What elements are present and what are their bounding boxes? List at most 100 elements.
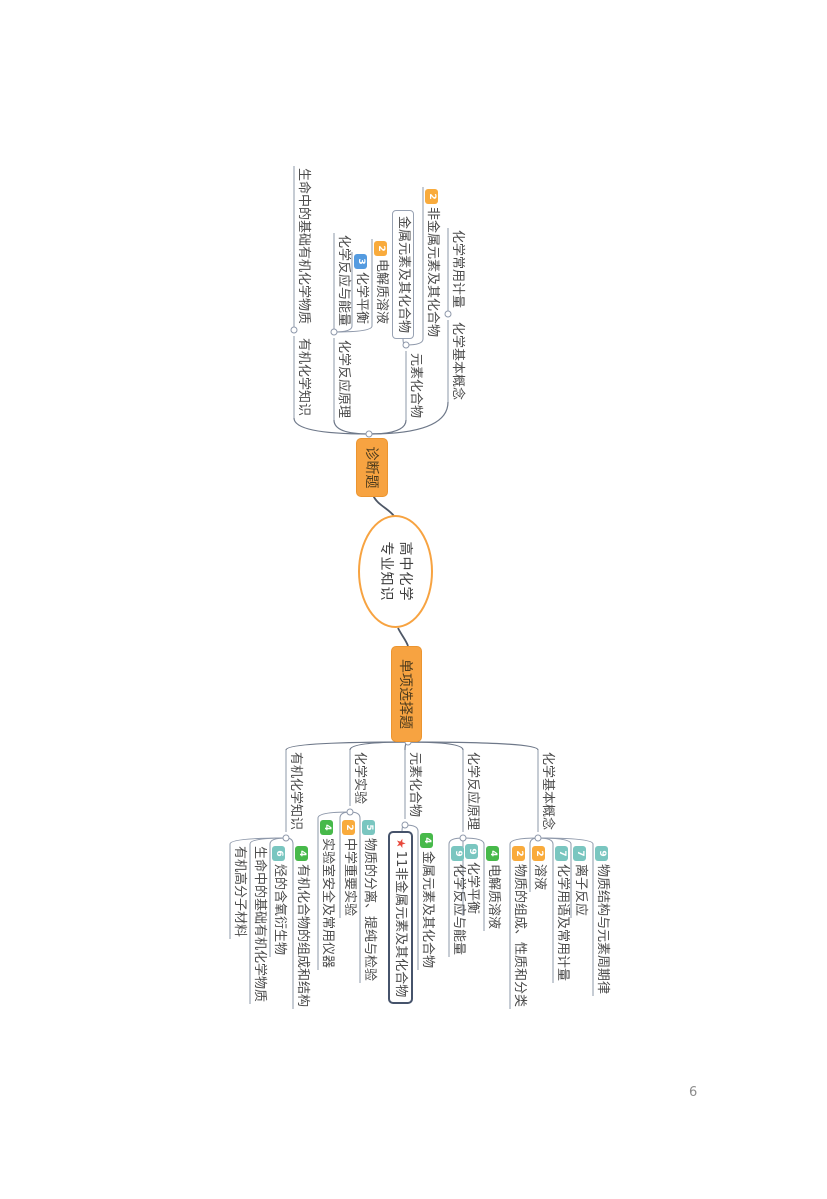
node-label: 有机高分子材料	[232, 846, 247, 938]
connector-path	[407, 741, 539, 751]
mindmap-node-diagnosis-0-0[interactable]: 化学常用计量	[448, 228, 465, 310]
mindmap-node-diagnosis-2-1[interactable]: 3 化学平衡	[352, 252, 369, 326]
mindmap-node-single-choice-4-0[interactable]: 4 有机化合物的组成和结构	[293, 844, 310, 1009]
collapse-toggle[interactable]	[282, 834, 290, 842]
collapse-toggle[interactable]	[534, 834, 542, 842]
node-label: 元素化合物	[408, 353, 423, 419]
node-label: 物质的组成、性质和分类	[512, 864, 527, 1008]
node-label: 11非金属元素及其化合物	[393, 850, 408, 998]
collapse-toggle[interactable]	[330, 328, 338, 336]
count-badge: 6	[272, 846, 285, 861]
count-badge: 4	[320, 820, 333, 835]
mindmap-node-diagnosis-2[interactable]: 化学反应原理	[334, 338, 351, 420]
central-topic-title-line1: 高中化学	[397, 541, 414, 602]
collapse-toggle[interactable]	[290, 326, 298, 334]
mindmap-node-single-choice-0-4[interactable]: 2 物质的组成、性质和分类	[510, 844, 527, 1009]
node-label: 化学反应原理	[336, 340, 351, 419]
connector-path	[285, 741, 409, 751]
mindmap-node-single-choice-3-1[interactable]: 2 中学重要实验	[340, 818, 357, 918]
collapse-toggle[interactable]	[459, 834, 467, 842]
node-label: 溶液	[532, 864, 547, 891]
count-badge: 3	[354, 254, 367, 269]
connector-path	[229, 837, 287, 845]
count-badge: 2	[512, 846, 525, 861]
mindmap-node-single-choice-1-0[interactable]: 4电解质溶液	[484, 844, 501, 931]
mindmap-node-single-choice-1-2[interactable]: 9 化学反应与能量	[449, 844, 466, 957]
mindmap-node-diagnosis-3[interactable]: 有机化学知识	[294, 336, 311, 418]
node-label: 化学反应原理	[465, 752, 480, 831]
connector-path	[333, 419, 370, 435]
mindmap-node-single-choice-0[interactable]: 化学基本概念	[538, 750, 555, 832]
mindmap-node-single-choice-1[interactable]: 化学反应原理	[463, 750, 480, 832]
mindmap-node-single-choice-2-1[interactable]: ★11非金属元素及其化合物	[388, 831, 413, 1005]
connector-path	[397, 627, 409, 647]
node-label: 中学重要实验	[342, 838, 357, 917]
connector-lines	[229, 166, 594, 1009]
node-label: 金属元素及其化合物	[396, 216, 411, 334]
node-label: 化学用语及常用计量	[555, 864, 570, 982]
node-label: 有机化学知识	[288, 752, 303, 831]
node-label: 实验室安全及常用仪器	[320, 838, 335, 969]
node-label: 电解质溶液	[374, 259, 389, 325]
count-badge: 7	[573, 846, 586, 861]
node-label: 物质的分离、提纯与检验	[362, 838, 377, 982]
mindmap-node-single-choice-0-0[interactable]: 9物质结构与元素周期律	[593, 844, 610, 996]
central-topic[interactable]: 高中化学 专业知识	[358, 515, 433, 628]
node-label: 电解质溶液	[486, 864, 501, 930]
count-badge: 9	[451, 846, 464, 861]
collapse-toggle[interactable]	[402, 341, 410, 349]
node-label: 生命中的基础有机化学物质	[296, 168, 311, 325]
mindmap-node-single-choice-3-0[interactable]: 5 物质的分离、提纯与检验	[360, 818, 377, 983]
mindmap-node-single-choice-4-1[interactable]: 6 烃的含氧衍生物	[270, 844, 287, 957]
mindmap-node-diagnosis-2-0[interactable]: 2 电解质溶液	[372, 239, 389, 326]
branch-topic-single-choice[interactable]: 单项选择题	[391, 646, 422, 742]
count-badge: 2	[374, 241, 387, 256]
mindmap-node-diagnosis-0[interactable]: 化学基本概念	[448, 320, 465, 402]
mindmap-node-diagnosis-1-0[interactable]: 2非金属元素及其化合物	[423, 187, 440, 339]
mindmap-node-single-choice-2-0[interactable]: 4 金属元素及其化合物	[418, 831, 435, 970]
count-badge: 4	[420, 833, 433, 848]
count-badge: 7	[555, 846, 568, 861]
collapse-toggle[interactable]	[365, 430, 373, 438]
mindmap-node-single-choice-4[interactable]: 有机化学知识	[286, 750, 303, 832]
collapse-toggle[interactable]	[444, 310, 452, 318]
node-label: 金属元素及其化合物	[420, 851, 435, 969]
branch-topic-diagnosis[interactable]: 诊断题	[356, 438, 388, 497]
connector-path	[372, 494, 395, 517]
mindmap-node-single-choice-4-3[interactable]: 有机高分子材料	[230, 844, 247, 939]
mindmap-node-diagnosis-1-1[interactable]: 金属元素及其化合物	[392, 210, 414, 340]
node-label: 化学基本概念	[540, 752, 555, 831]
mindmap-node-diagnosis-1[interactable]: 元素化合物	[406, 351, 423, 420]
node-label: 有机化合物的组成和结构	[295, 864, 310, 1008]
connector-path	[509, 837, 539, 845]
connector-path	[293, 417, 370, 435]
mindmap-node-single-choice-2[interactable]: 元素化合物	[405, 750, 422, 819]
connector-path	[407, 741, 464, 751]
node-label: 生命中的基础有机化学物质	[252, 846, 267, 1003]
node-label: 化学基本概念	[450, 322, 465, 401]
count-badge: 2	[425, 189, 438, 204]
node-label: 离子反应	[573, 864, 588, 917]
mindmap-node-single-choice-0-2[interactable]: 7 化学用语及常用计量	[553, 844, 570, 983]
node-label: 化学反应与能量	[451, 864, 466, 956]
node-label: 化学实验	[352, 752, 367, 805]
mindmap-node-single-choice-4-2[interactable]: 生命中的基础有机化学物质	[250, 844, 267, 1004]
page-number: 6	[689, 1085, 698, 1100]
connector-path	[368, 419, 407, 435]
node-label: 化学平衡	[354, 272, 369, 325]
node-label: 元素化合物	[407, 752, 422, 818]
mindmap-node-single-choice-3[interactable]: 化学实验	[350, 750, 367, 806]
count-badge: 2	[342, 820, 355, 835]
mindmap-node-single-choice-3-2[interactable]: 4 实验室安全及常用仪器	[318, 818, 335, 970]
count-badge: 5	[362, 820, 375, 835]
collapse-toggle[interactable]	[401, 821, 409, 829]
node-label: 烃的含氧衍生物	[272, 864, 287, 956]
mindmap-node-diagnosis-2-2[interactable]: 化学反应与能量	[334, 233, 351, 328]
collapse-toggle[interactable]	[346, 808, 354, 816]
count-badge: 4	[295, 846, 308, 861]
node-label: 化学平衡	[465, 862, 480, 915]
mindmap-node-diagnosis-3-0[interactable]: 生命中的基础有机化学物质	[294, 166, 311, 326]
mindmap-node-single-choice-0-1[interactable]: 7 离子反应	[571, 844, 588, 918]
mindmap-node-single-choice-0-3[interactable]: 2溶液	[530, 844, 547, 892]
